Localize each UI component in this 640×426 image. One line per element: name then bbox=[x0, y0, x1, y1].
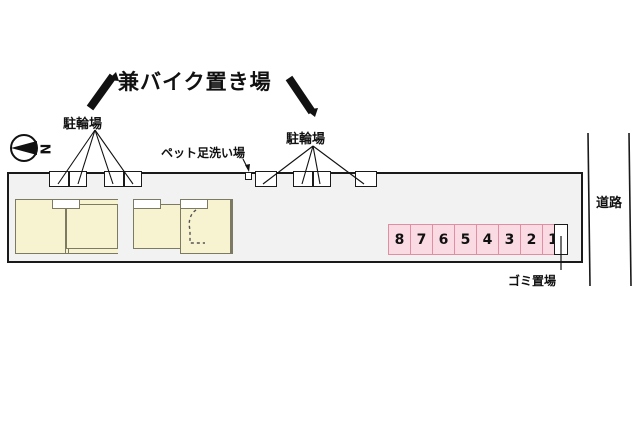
building-block-left2 bbox=[66, 204, 118, 249]
parking-stall: 8 bbox=[388, 224, 410, 255]
bike-title-arrow-left bbox=[86, 72, 119, 111]
bike-storage-annotation: 兼バイク置き場 bbox=[118, 70, 272, 94]
label-garbage-station: ゴミ置場 bbox=[508, 274, 557, 288]
building-footprint bbox=[15, 198, 371, 257]
bike-box-divider bbox=[123, 172, 125, 186]
bike-box-divider bbox=[312, 172, 314, 186]
bike-box-4 bbox=[293, 171, 331, 187]
building-gap-1 bbox=[118, 198, 136, 256]
bike-box-3 bbox=[255, 171, 277, 187]
bike-box-5 bbox=[355, 171, 377, 187]
bike-title-arrow-right bbox=[285, 75, 318, 117]
parking-stall: 6 bbox=[432, 224, 454, 255]
building-entry-notch-1 bbox=[52, 199, 80, 209]
garbage-station-box bbox=[554, 224, 568, 255]
compass-letter-n: N bbox=[37, 144, 52, 155]
bike-box-divider bbox=[68, 172, 70, 186]
label-bicycle-parking-right: 駐輪場 bbox=[286, 132, 326, 147]
label-road: 道路 bbox=[596, 196, 623, 211]
parking-stall: 7 bbox=[410, 224, 432, 255]
label-bicycle-parking-left: 駐輪場 bbox=[63, 117, 103, 132]
parking-stall-row: 8 7 6 5 4 3 2 1 bbox=[388, 224, 564, 255]
building-block-right3 bbox=[231, 199, 233, 254]
bike-box-1 bbox=[49, 171, 87, 187]
parking-stall: 4 bbox=[476, 224, 498, 255]
compass-north-icon: N bbox=[8, 132, 54, 164]
parking-stall: 5 bbox=[454, 224, 476, 255]
pet-foot-wash-marker bbox=[245, 172, 252, 180]
bike-box-2 bbox=[104, 171, 142, 187]
parking-stall: 2 bbox=[520, 224, 542, 255]
building-block-right1 bbox=[133, 204, 189, 249]
label-pet-foot-wash: ペット足洗い場 bbox=[161, 146, 246, 160]
building-entry-notch-3 bbox=[180, 199, 208, 209]
parking-stall: 3 bbox=[498, 224, 520, 255]
building-entry-notch-2 bbox=[133, 199, 161, 209]
